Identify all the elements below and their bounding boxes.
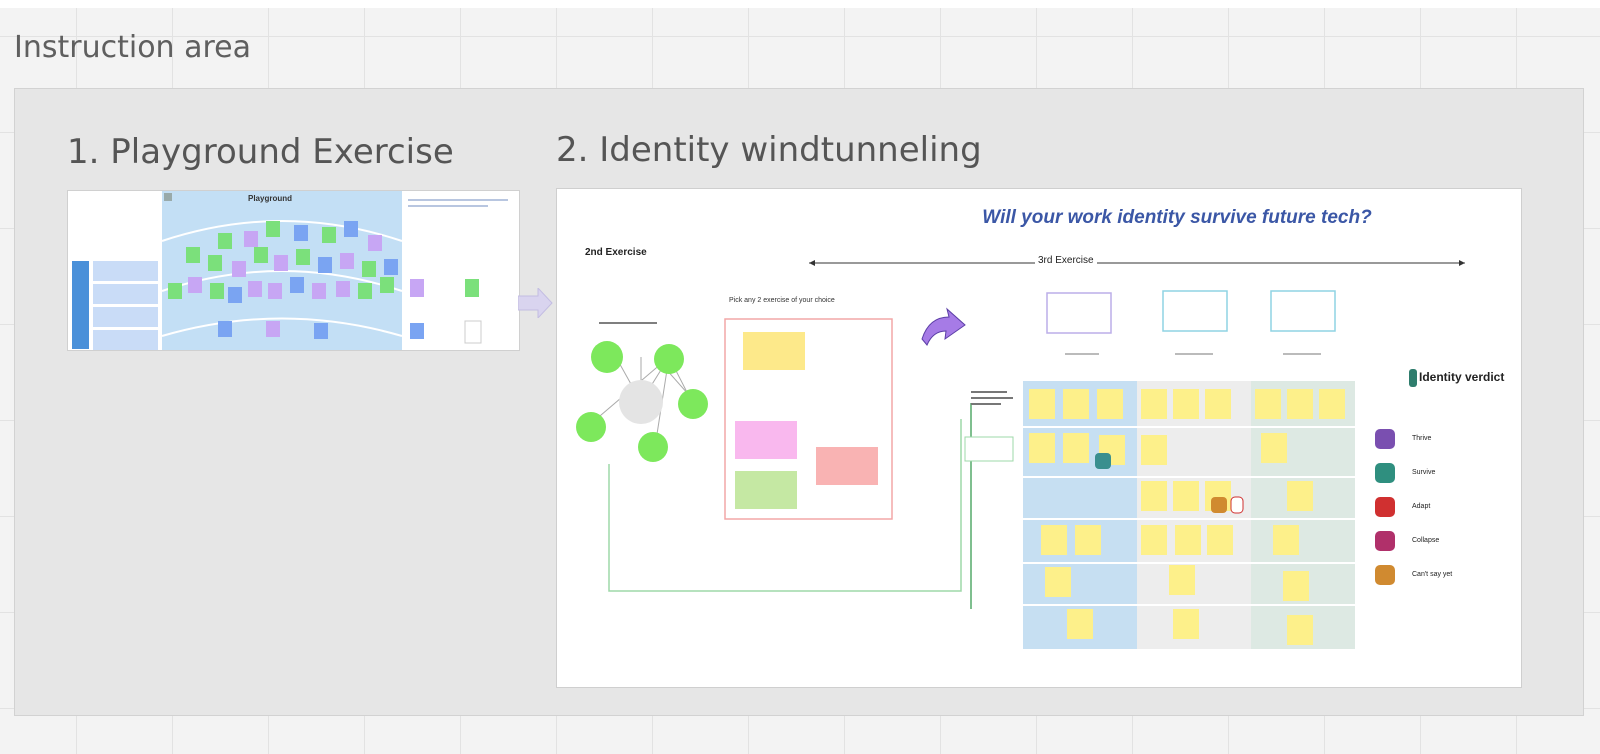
pick-label: Pick any 2 exercise of your choice <box>729 297 835 304</box>
verdict-label: Survive <box>1412 469 1436 476</box>
playground-header: Playground <box>248 194 293 203</box>
playground-thumbnail[interactable]: Playground <box>67 190 520 351</box>
identity-board-thumbnail[interactable]: Will your work identity survive future t… <box>556 188 1522 688</box>
verdict-icon <box>1375 531 1395 551</box>
section-title-playground: 1. Playground Exercise <box>67 132 454 172</box>
verdict-label: Thrive <box>1412 435 1432 442</box>
connector-arrow-icon <box>518 288 553 318</box>
verdict-label: Collapse <box>1412 537 1440 544</box>
verdict-label: Can't say yet <box>1412 571 1453 578</box>
third-exercise-label: 3rd Exercise <box>1035 255 1097 266</box>
verdict-icon <box>1375 429 1395 449</box>
section-title-identity: 2. Identity windtunneling <box>556 130 982 170</box>
verdict-icon <box>1375 565 1395 585</box>
identity-canvas <box>576 260 1465 649</box>
identity-verdict-label: Identity verdict <box>1409 369 1504 387</box>
verdict-label: Adapt <box>1412 503 1431 510</box>
top-band <box>0 0 1600 8</box>
identity-headline: Will your work identity survive future t… <box>982 207 1372 228</box>
second-exercise-label: 2nd Exercise <box>585 247 647 258</box>
board-title: Instruction area <box>14 30 251 65</box>
verdict-icon <box>1375 463 1395 483</box>
playground-canvas <box>68 191 519 350</box>
verdict-icon <box>1375 497 1395 517</box>
person-icon <box>1409 369 1417 387</box>
